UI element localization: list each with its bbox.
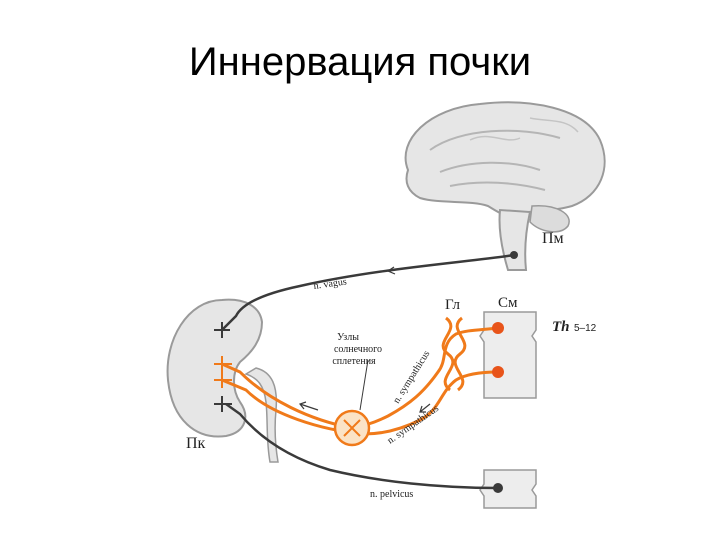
pelvic-nerve-line bbox=[225, 402, 499, 490]
vagus-terminal bbox=[214, 322, 230, 338]
brain-label: Пм bbox=[542, 230, 564, 247]
vagus-nerve-line bbox=[221, 253, 515, 331]
pelvic-origin-dot bbox=[493, 483, 503, 493]
plexus-label-line3: сплетения bbox=[332, 356, 376, 367]
sympathetic-arrow-left bbox=[298, 401, 319, 411]
sympathetic-origin-dot-lower bbox=[492, 366, 504, 378]
sympathetic-terminal-lower bbox=[214, 372, 232, 388]
pelvicus-label: n. pelvicus bbox=[370, 489, 413, 500]
pelvic-terminal bbox=[214, 396, 232, 412]
sympathetic-origin-dot-upper bbox=[492, 322, 504, 334]
sympathicus-upper-label: n. sympathicus bbox=[391, 349, 432, 406]
ganglion-label: Гл bbox=[445, 297, 461, 313]
sympathicus-lower-label: n. sympathicus bbox=[385, 403, 441, 446]
vagus-label: n. vagus bbox=[313, 276, 348, 292]
plexus-pointer-line bbox=[359, 359, 369, 411]
vagus-origin-dot bbox=[510, 251, 518, 259]
plexus-label-line1: Узлы bbox=[337, 332, 359, 343]
brain-illustration bbox=[404, 101, 606, 271]
sympathetic-arrow-right bbox=[419, 403, 431, 413]
spinal-cord-label: См bbox=[498, 295, 518, 311]
vagus-arrow bbox=[386, 266, 409, 275]
segment-th-label: Th bbox=[552, 319, 570, 335]
sympathetic-terminal-upper bbox=[214, 356, 232, 372]
sympathetic-nerves bbox=[221, 316, 499, 436]
segment-range-label: 5–12 bbox=[574, 323, 597, 334]
plexus-label-line2: солнечного bbox=[334, 344, 382, 355]
spinal-cord-segments bbox=[479, 311, 537, 509]
kidney-illustration bbox=[166, 298, 279, 463]
kidney-label: Пк bbox=[186, 435, 206, 452]
solar-plexus-ganglion bbox=[333, 409, 371, 447]
slide-title: Иннервация почки bbox=[188, 40, 532, 84]
